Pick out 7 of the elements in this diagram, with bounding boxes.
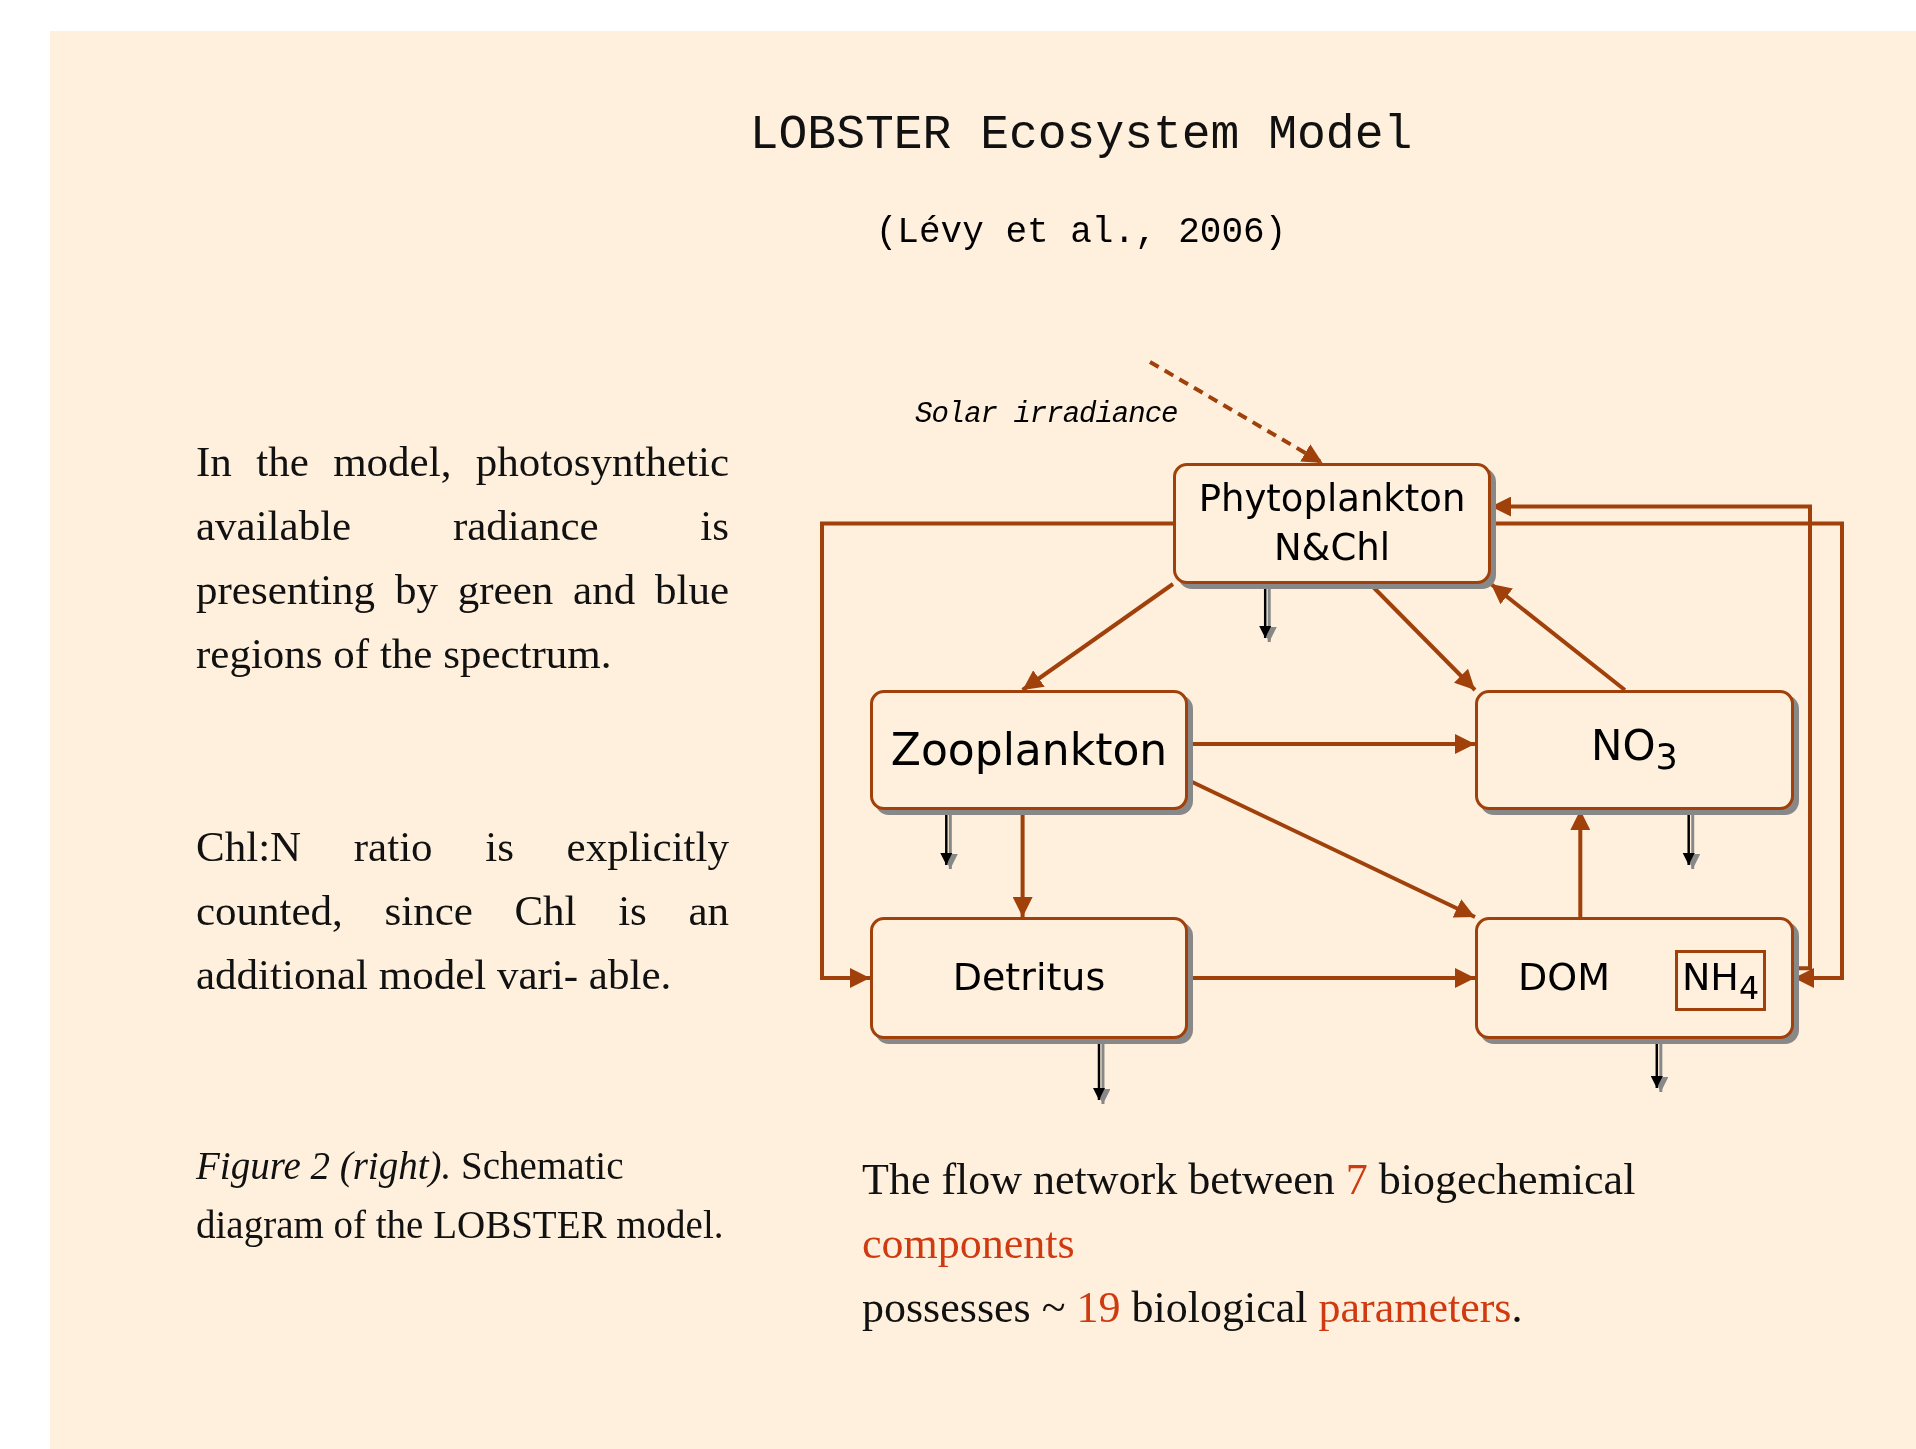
body-paragraph: Chl:N ratio is explicitly counted, since Chl is an additional model vari- able. [196,822,729,1000]
body-paragraph: In the model, photosynthetic available radiance is presenting by green and blue regions of the spectrum. [196,437,729,679]
summary-text: possesses ~ 19 biological parameters. [862,1282,1524,1334]
inner-box: NH$_{4}$ [1675,950,1766,1011]
slide-title: LOBSTER Ecosystem Model [748,108,1414,162]
citation-text: (Lévy et al., 2006) [874,212,1288,253]
figure-caption: Figure 2 (right). Schematic diagram of the LOBSTER model. [196,1143,725,1249]
